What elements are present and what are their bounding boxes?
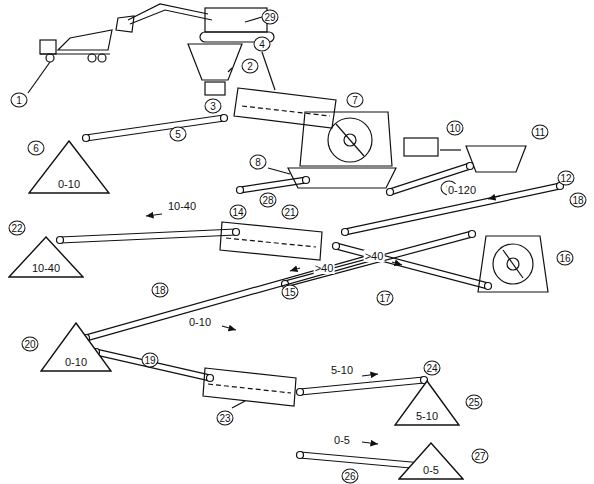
callout-number: 27 — [472, 449, 489, 464]
callout-number: 7 — [347, 93, 364, 108]
belt-conveyor — [297, 377, 428, 396]
callout-number: 22 — [9, 221, 26, 236]
belt-conveyor — [83, 115, 228, 142]
callout-number: 1 — [11, 93, 28, 108]
callout-number: 3 — [205, 99, 222, 114]
callout-number: 21 — [282, 205, 299, 220]
dump-truck — [28, 30, 112, 93]
size-fraction: 5-10 — [416, 410, 438, 422]
size-label: >40 — [314, 262, 335, 274]
conveyors — [57, 115, 564, 470]
callout-number: 5 — [170, 127, 187, 142]
belt-conveyor — [333, 243, 492, 290]
screen — [220, 222, 322, 260]
cone-crusher — [478, 236, 548, 292]
callout-number: 18 — [570, 193, 587, 208]
callout-number: 6 — [28, 141, 45, 156]
callout-number: 16 — [557, 251, 574, 266]
size-label: 0-120 — [447, 184, 477, 196]
belt-conveyor — [297, 452, 426, 470]
callout-number: 2 — [242, 59, 259, 74]
screen — [203, 368, 296, 408]
callout-number: 29 — [262, 10, 279, 25]
belt-conveyor — [282, 231, 476, 288]
belt-conveyor — [83, 255, 374, 342]
callout-number: 26 — [342, 469, 359, 484]
callout-number: 28 — [260, 193, 277, 208]
callout-number: 24 — [424, 361, 441, 376]
size-label: 5-10 — [330, 364, 354, 376]
belt-conveyor — [93, 349, 214, 382]
callout-number: 12 — [558, 171, 575, 186]
belt-conveyor — [57, 229, 240, 244]
callout-number: 25 — [466, 395, 483, 410]
callout-number: 11 — [532, 125, 549, 140]
stockpile: 10-40 — [8, 236, 84, 278]
flow-arrows — [146, 196, 500, 444]
size-label: 0-10 — [188, 316, 212, 328]
size-fraction: 10-40 — [32, 262, 60, 274]
size-label: 10-40 — [167, 200, 197, 212]
size-label: 0-5 — [333, 434, 351, 446]
callout-number: 4 — [254, 37, 271, 52]
callout-number: 10 — [447, 121, 464, 136]
belt-conveyor — [237, 177, 310, 194]
callout-number: 17 — [377, 291, 394, 306]
size-fraction: 0-10 — [65, 356, 87, 368]
feeder — [404, 138, 526, 172]
callout-number: 23 — [217, 411, 234, 426]
size-label: >40 — [364, 250, 385, 262]
stockpile: 0-5 — [398, 442, 464, 480]
screen — [234, 52, 336, 128]
stockpile: 5-10 — [394, 380, 460, 426]
callout-number: 15 — [282, 285, 299, 300]
stockpile: 0-10 — [40, 322, 112, 372]
callout-number: 20 — [22, 337, 39, 352]
size-fraction: 0-5 — [423, 464, 439, 476]
receiving-hopper — [188, 44, 242, 95]
callout-number: 19 — [142, 353, 159, 368]
size-fraction: 0-10 — [58, 178, 80, 190]
callout-number: 14 — [230, 205, 247, 220]
excavator — [116, 4, 274, 42]
belt-conveyor — [342, 183, 564, 236]
callout-number: 8 — [250, 155, 267, 170]
callout-number: 18 — [152, 283, 169, 298]
jaw-crusher — [268, 112, 396, 188]
